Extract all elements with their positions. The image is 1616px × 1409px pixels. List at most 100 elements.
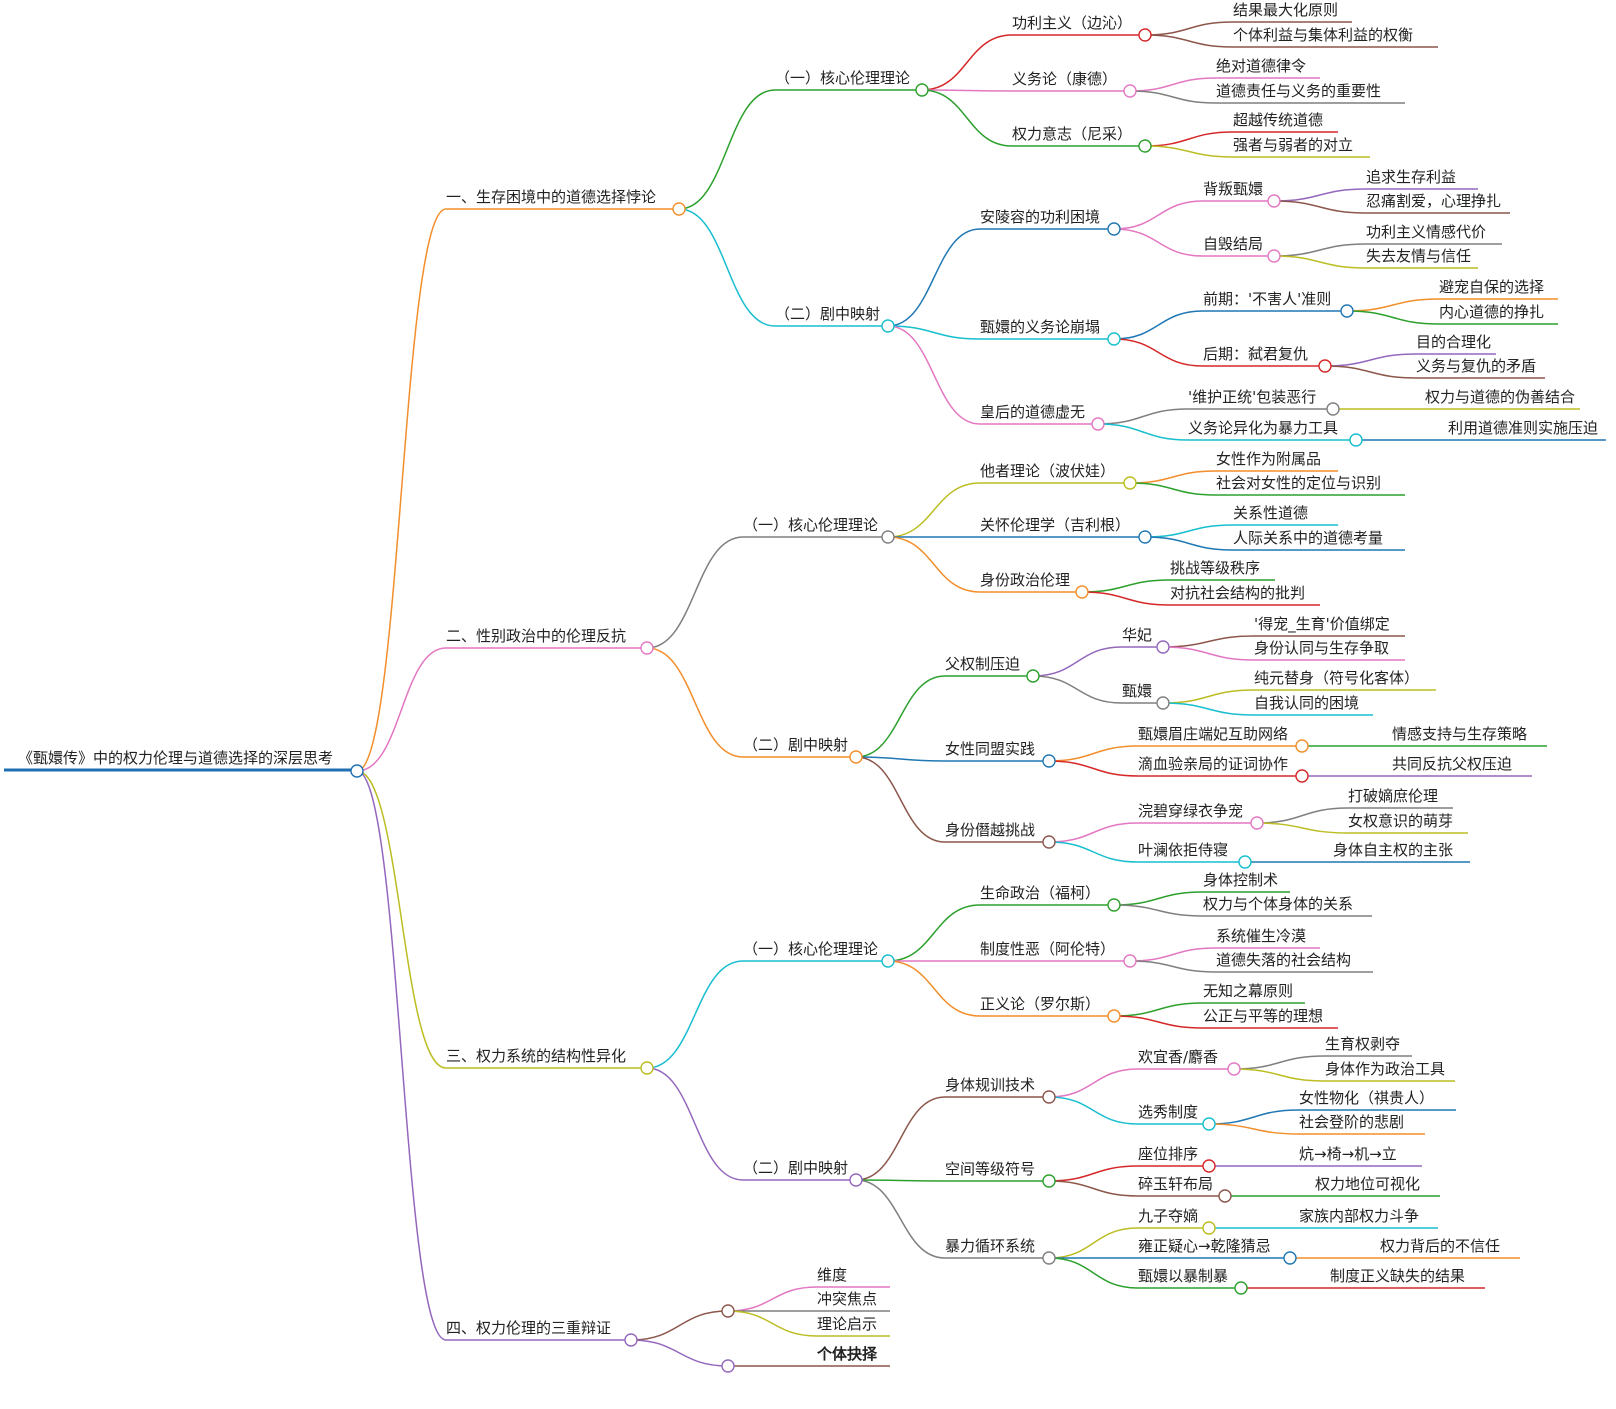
leaf-node[interactable]: 内心道德的挣扎 — [1439, 303, 1544, 321]
topic-node-depth-3[interactable]: 义务论（康德） — [1012, 70, 1117, 88]
leaf-node[interactable]: 人际关系中的道德考量 — [1233, 529, 1383, 547]
collapse-toggle[interactable] — [624, 1333, 638, 1347]
collapse-toggle[interactable] — [1091, 417, 1105, 431]
collapse-toggle[interactable] — [721, 1359, 735, 1373]
topic-node-depth-4[interactable]: '维护正统'包装恶行 — [1188, 388, 1316, 406]
leaf-node[interactable]: 女权意识的萌芽 — [1348, 812, 1453, 830]
collapse-toggle[interactable] — [1218, 1189, 1232, 1203]
leaf-node[interactable]: 挑战等级秩序 — [1170, 559, 1260, 577]
collapse-toggle[interactable] — [1295, 769, 1309, 783]
leaf-node[interactable]: 公正与平等的理想 — [1203, 1007, 1323, 1025]
leaf-node[interactable]: 避宠自保的选择 — [1439, 278, 1544, 296]
collapse-toggle[interactable] — [915, 83, 929, 97]
leaf-node[interactable]: 维度 — [817, 1266, 847, 1284]
leaf-node[interactable]: 忍痛割爱，心理挣扎 — [1366, 192, 1501, 210]
leaf-node[interactable]: 女性作为附属品 — [1216, 450, 1321, 468]
leaf-node[interactable]: 权力地位可视化 — [1315, 1175, 1420, 1193]
leaf-node[interactable]: 炕→椅→机→立 — [1299, 1145, 1397, 1163]
leaf-node[interactable]: 失去友情与信任 — [1366, 247, 1471, 265]
leaf-node[interactable]: 纯元替身（符号化客体） — [1254, 669, 1419, 687]
leaf-node[interactable]: 身体作为政治工具 — [1325, 1060, 1445, 1078]
leaf-node[interactable]: 情感支持与生存策略 — [1392, 725, 1527, 743]
leaf-node[interactable]: 无知之幕原则 — [1203, 982, 1293, 1000]
topic-node-depth-4[interactable]: 浣碧穿绿衣争宠 — [1138, 802, 1243, 820]
leaf-node[interactable]: 结果最大化原则 — [1233, 1, 1338, 19]
leaf-node[interactable]: 生育权剥夺 — [1325, 1035, 1400, 1053]
collapse-toggle[interactable] — [1138, 139, 1152, 153]
collapse-toggle[interactable] — [672, 202, 686, 216]
topic-node-depth-3[interactable]: 制度性恶（阿伦特） — [980, 940, 1115, 958]
collapse-toggle[interactable] — [721, 1304, 735, 1318]
topic-node-depth-2[interactable]: （二）剧中映射 — [743, 736, 848, 754]
leaf-node[interactable]: 义务与复仇的矛盾 — [1416, 357, 1536, 375]
leaf-node[interactable]: 道德失落的社会结构 — [1216, 951, 1351, 969]
collapse-toggle[interactable] — [1340, 304, 1354, 318]
topic-node-depth-1[interactable]: 一、生存困境中的道德选择悖论 — [446, 188, 656, 206]
collapse-toggle[interactable] — [1107, 898, 1121, 912]
topic-node-depth-4[interactable]: 义务论异化为暴力工具 — [1188, 419, 1338, 437]
topic-node-depth-3[interactable]: 身体规训技术 — [945, 1076, 1035, 1094]
topic-node-depth-3[interactable]: 身份僭越挑战 — [945, 821, 1035, 839]
leaf-node[interactable]: 女性物化（祺贵人） — [1299, 1089, 1434, 1107]
topic-node-depth-3[interactable]: 安陵容的功利困境 — [980, 208, 1100, 226]
topic-node-depth-4[interactable]: 叶澜依拒侍寝 — [1138, 841, 1228, 859]
topic-node-depth-3[interactable]: 他者理论（波伏娃） — [980, 462, 1115, 480]
leaf-node[interactable]: 家族内部权力斗争 — [1299, 1207, 1419, 1225]
topic-node-depth-4[interactable]: 雍正疑心→乾隆猜忌 — [1138, 1237, 1271, 1255]
collapse-toggle[interactable] — [849, 1173, 863, 1187]
topic-node-depth-3[interactable]: 暴力循环系统 — [945, 1237, 1035, 1255]
leaf-node[interactable]: 系统催生冷漠 — [1216, 927, 1306, 945]
topic-node-depth-2[interactable]: （一）核心伦理理论 — [743, 516, 878, 534]
topic-node-depth-2[interactable]: （一）核心伦理理论 — [775, 69, 910, 87]
collapse-toggle[interactable] — [881, 319, 895, 333]
leaf-node[interactable]: 绝对道德律令 — [1216, 57, 1306, 75]
collapse-toggle[interactable] — [1156, 640, 1170, 654]
collapse-toggle[interactable] — [1318, 359, 1332, 373]
topic-node-depth-3[interactable]: 女性同盟实践 — [945, 740, 1035, 758]
leaf-node[interactable]: 理论启示 — [817, 1315, 877, 1333]
leaf-node[interactable]: 权力与个体身体的关系 — [1203, 895, 1353, 913]
leaf-node[interactable]: 超越传统道德 — [1233, 111, 1323, 129]
topic-node-depth-3[interactable]: 功利主义（边沁） — [1012, 14, 1132, 32]
leaf-node[interactable]: 身体控制术 — [1203, 871, 1278, 889]
leaf-node[interactable]: 制度正义缺失的结果 — [1330, 1267, 1465, 1285]
topic-node-depth-4[interactable]: 九子夺嫡 — [1138, 1207, 1198, 1225]
collapse-toggle[interactable] — [640, 1061, 654, 1075]
collapse-toggle[interactable] — [1138, 28, 1152, 42]
leaf-node[interactable]: 个体抉择 — [816, 1345, 878, 1363]
topic-node-depth-2[interactable]: （二）剧中映射 — [743, 1159, 848, 1177]
collapse-toggle[interactable] — [1123, 476, 1137, 490]
leaf-node[interactable]: 身份认同与生存争取 — [1254, 639, 1389, 657]
topic-node-depth-3[interactable]: 生命政治（福柯） — [980, 884, 1100, 902]
leaf-node[interactable]: 功利主义情感代价 — [1366, 223, 1486, 241]
topic-node-depth-4[interactable]: 碎玉轩布局 — [1138, 1175, 1213, 1193]
topic-node-depth-4[interactable]: 前期：'不害人'准则 — [1203, 290, 1331, 308]
collapse-toggle[interactable] — [1107, 332, 1121, 346]
topic-node-depth-3[interactable]: 空间等级符号 — [945, 1160, 1035, 1178]
collapse-toggle[interactable] — [1026, 669, 1040, 683]
topic-node-depth-1[interactable]: 四、权力伦理的三重辩证 — [446, 1319, 611, 1337]
topic-node-depth-3[interactable]: 权力意志（尼采） — [1012, 125, 1132, 143]
leaf-node[interactable]: 自我认同的困境 — [1254, 694, 1359, 712]
leaf-node[interactable]: 社会对女性的定位与识别 — [1216, 474, 1381, 492]
topic-node-depth-2[interactable]: （一）核心伦理理论 — [743, 940, 878, 958]
collapse-toggle[interactable] — [1042, 1251, 1056, 1265]
collapse-toggle[interactable] — [1042, 1090, 1056, 1104]
leaf-node[interactable]: 对抗社会结构的批判 — [1170, 584, 1305, 602]
topic-node-depth-3[interactable]: 身份政治伦理 — [980, 571, 1070, 589]
topic-node-depth-3[interactable]: 甄嬛的义务论崩塌 — [980, 318, 1100, 336]
topic-node-depth-3[interactable]: 皇后的道德虚无 — [980, 403, 1085, 421]
leaf-node[interactable]: '得宠_生育'价值绑定 — [1254, 615, 1390, 634]
topic-node-depth-1[interactable]: 二、性别政治中的伦理反抗 — [446, 627, 626, 645]
collapse-toggle[interactable] — [1349, 433, 1363, 447]
topic-node-depth-4[interactable]: 甄嬛以暴制暴 — [1138, 1267, 1228, 1285]
collapse-toggle[interactable] — [1042, 835, 1056, 849]
collapse-toggle[interactable] — [1250, 816, 1264, 830]
topic-node-depth-4[interactable]: 后期：弑君复仇 — [1203, 345, 1308, 363]
collapse-toggle[interactable] — [1234, 1281, 1248, 1295]
leaf-node[interactable]: 权力与道德的伪善结合 — [1425, 388, 1575, 406]
collapse-toggle[interactable] — [1283, 1251, 1297, 1265]
collapse-toggle[interactable] — [881, 954, 895, 968]
leaf-node[interactable]: 共同反抗父权压迫 — [1392, 755, 1512, 773]
topic-node-depth-4[interactable]: 滴血验亲局的证词协作 — [1138, 755, 1288, 773]
